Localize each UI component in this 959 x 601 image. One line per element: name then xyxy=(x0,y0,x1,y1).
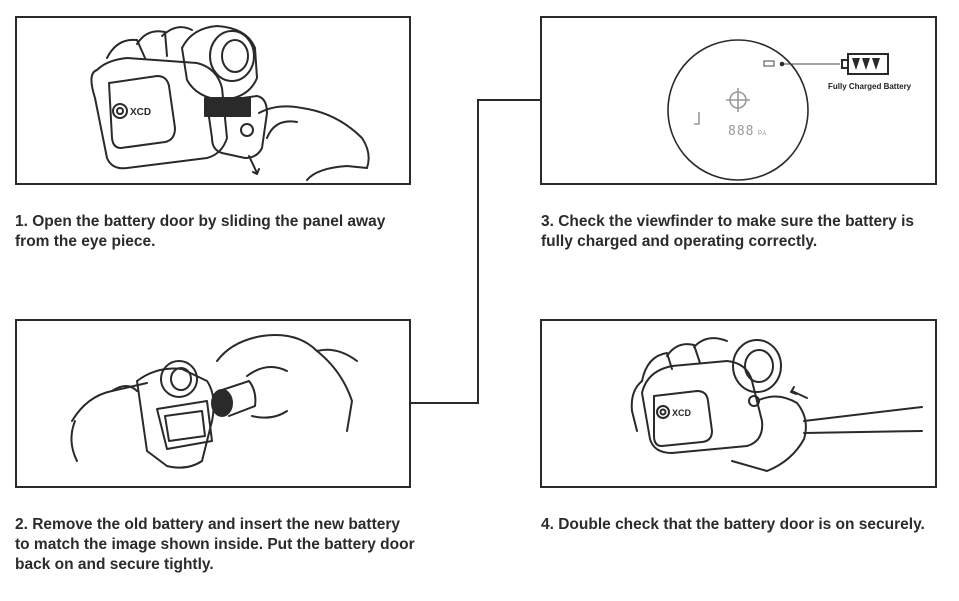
step-1-illustration: XCD xyxy=(15,16,411,185)
rangefinder-open-door-drawing: XCD xyxy=(90,25,370,181)
viewfinder-drawing xyxy=(667,39,889,181)
battery-status-label: Fully Charged Battery xyxy=(828,82,912,91)
svg-text:XCD: XCD xyxy=(672,408,692,418)
step-3-illustration: 888 Yd Fully Charged Battery xyxy=(540,16,937,185)
step-2-caption: 2. Remove the old battery and insert the… xyxy=(15,516,415,573)
step-4-illustration: XCD xyxy=(540,319,937,488)
step-4-caption: 4. Double check that the battery door is… xyxy=(541,516,925,533)
rangefinder-battery-insert-drawing xyxy=(70,334,358,469)
viewfinder-distance-readout: 888 xyxy=(728,124,755,139)
rangefinder-closed-door-drawing: XCD xyxy=(630,337,923,472)
step-3-caption: 3. Check the viewfinder to make sure the… xyxy=(541,213,914,250)
viewfinder-unit: Yd xyxy=(758,128,767,135)
step-2-illustration xyxy=(15,319,411,488)
svg-text:XCD: XCD xyxy=(130,107,151,118)
step-1-caption: 1. Open the battery door by sliding the … xyxy=(15,213,386,250)
